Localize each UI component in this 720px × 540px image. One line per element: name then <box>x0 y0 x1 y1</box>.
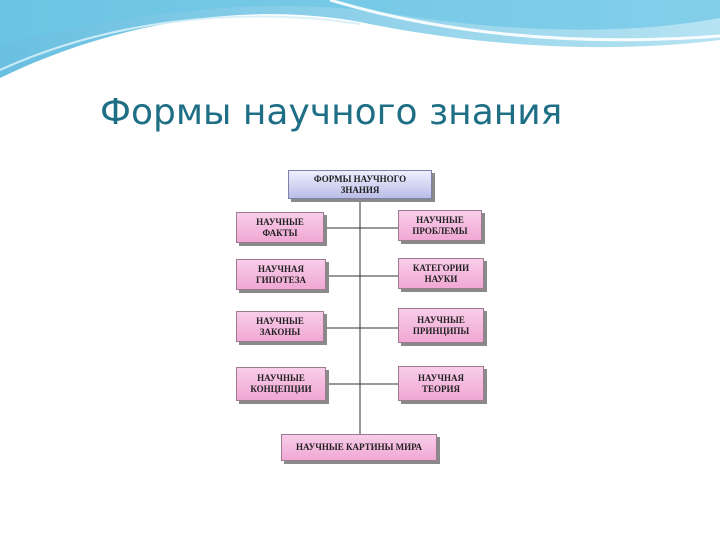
node-scientific-concepts: НАУЧНЫЕ КОНЦЕПЦИИ <box>236 367 326 401</box>
node-scientific-principles: НАУЧНЫЕ ПРИНЦИПЫ <box>398 308 484 343</box>
node-scientific-hypothesis: НАУЧНАЯ ГИПОТЕЗА <box>236 259 326 290</box>
node-scientific-world-pictures: НАУЧНЫЕ КАРТИНЫ МИРА <box>281 434 437 461</box>
node-forms-of-scientific-knowledge: ФОРМЫ НАУЧНОГО ЗНАНИЯ <box>288 170 432 199</box>
node-scientific-facts: НАУЧНЫЕ ФАКТЫ <box>236 212 324 243</box>
node-categories-of-science: КАТЕГОРИИ НАУКИ <box>398 258 484 289</box>
node-scientific-problems: НАУЧНЫЕ ПРОБЛЕМЫ <box>398 210 482 241</box>
slide-title: Формы научного знания <box>100 92 563 133</box>
node-scientific-laws: НАУЧНЫЕ ЗАКОНЫ <box>236 311 324 342</box>
node-scientific-theory: НАУЧНАЯ ТЕОРИЯ <box>398 366 484 401</box>
decorative-wave-header <box>0 0 720 78</box>
